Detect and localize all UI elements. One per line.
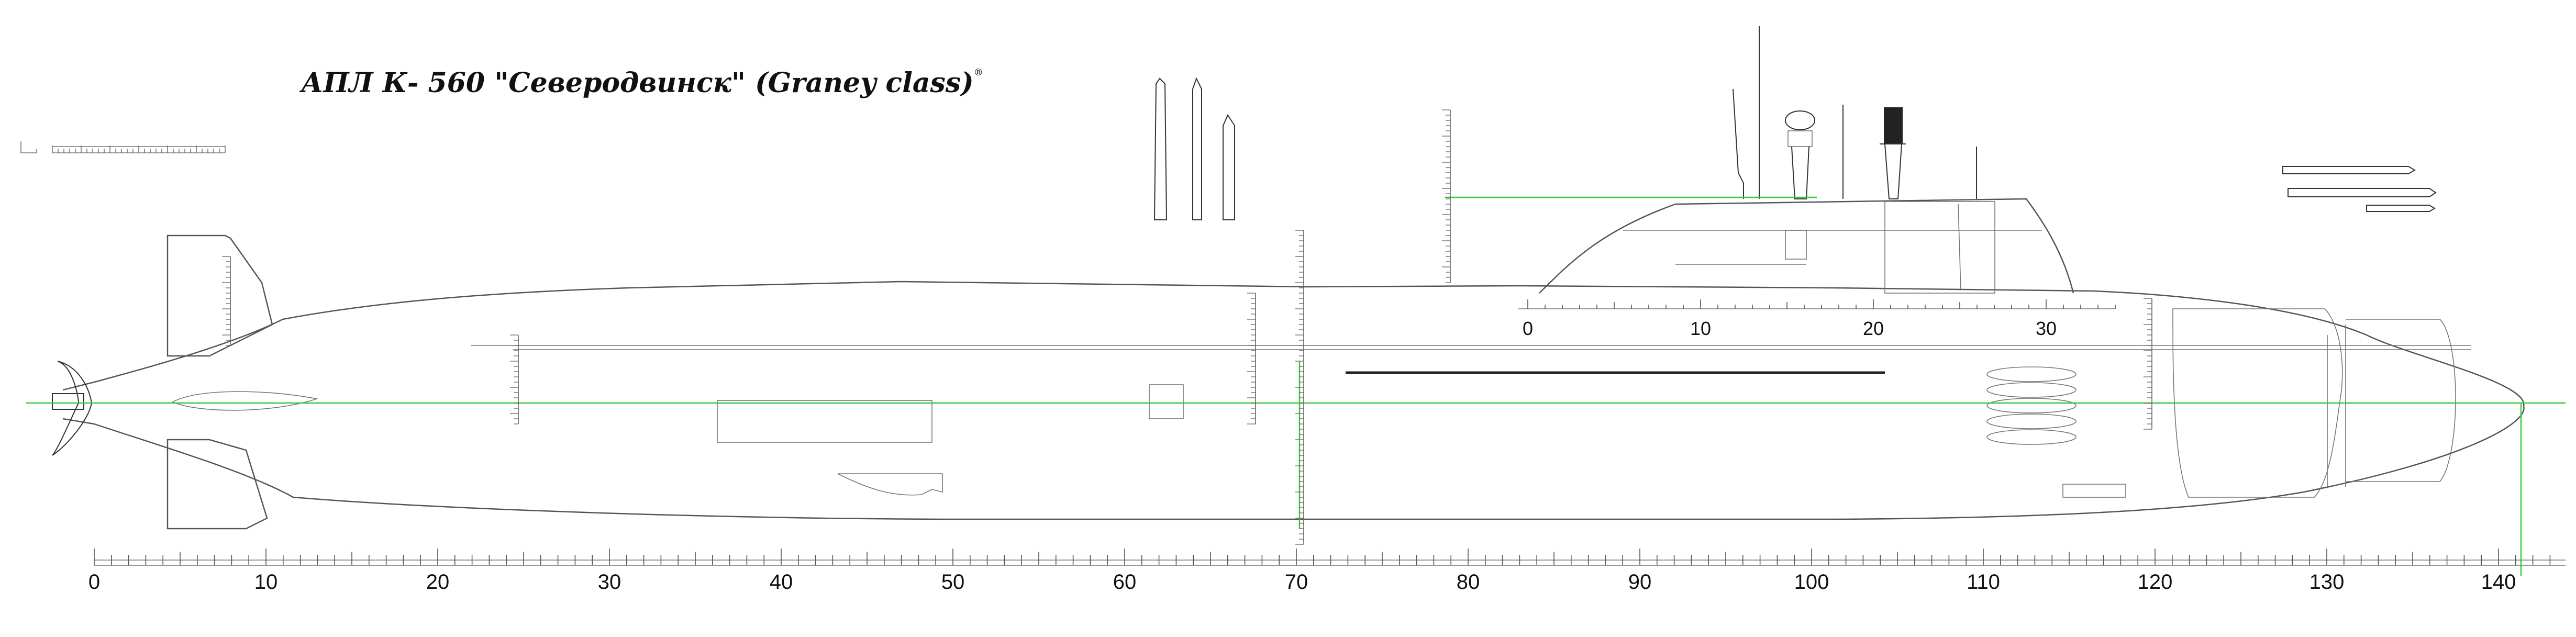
hull-profile <box>52 234 2525 530</box>
vertical-scales <box>222 109 2152 545</box>
drawing-title: АПЛ К- 560 "Северодвинск" (Graney class)… <box>301 67 983 99</box>
missile-sketches <box>1153 77 1235 220</box>
title-text: АПЛ К- 560 "Северодвинск" (Graney class) <box>301 67 974 99</box>
hull-scale-label: 80 <box>1457 571 1480 594</box>
hull-scale-label: 30 <box>598 571 621 594</box>
hull-scale-label: 50 <box>941 571 965 594</box>
sail-scale-label: 20 <box>1863 318 1884 339</box>
hull-scale: 0 10 20 30 40 50 60 70 80 90 100 110 120 130 140 <box>88 549 2566 594</box>
sail-scale-label: 30 <box>2036 318 2057 339</box>
hull-scale-label: 20 <box>426 571 450 594</box>
reference-scale <box>20 141 226 153</box>
hull-scale-label: 70 <box>1285 571 1308 594</box>
sail-scale: 0 10 20 30 <box>1518 299 2116 339</box>
hull-scale-label: 60 <box>1113 571 1137 594</box>
hull-scale-label: 10 <box>254 571 278 594</box>
hull-scale-label: 0 <box>88 571 100 594</box>
hull-scale-label: 110 <box>1967 571 2000 594</box>
hull-scale-label: 120 <box>2138 571 2173 594</box>
torpedo-sketches <box>2282 166 2437 212</box>
hull-scale-label: 140 <box>2481 571 2516 594</box>
hull-scale-label: 100 <box>1794 571 1829 594</box>
sail <box>1539 26 2074 294</box>
hull-scale-label: 90 <box>1628 571 1652 594</box>
sail-scale-label: 10 <box>1690 318 1711 339</box>
hull-scale-label: 40 <box>770 571 793 594</box>
title-mark: ® <box>973 67 983 78</box>
hull-scale-label: 130 <box>2309 571 2345 594</box>
sail-scale-label: 0 <box>1523 318 1533 339</box>
